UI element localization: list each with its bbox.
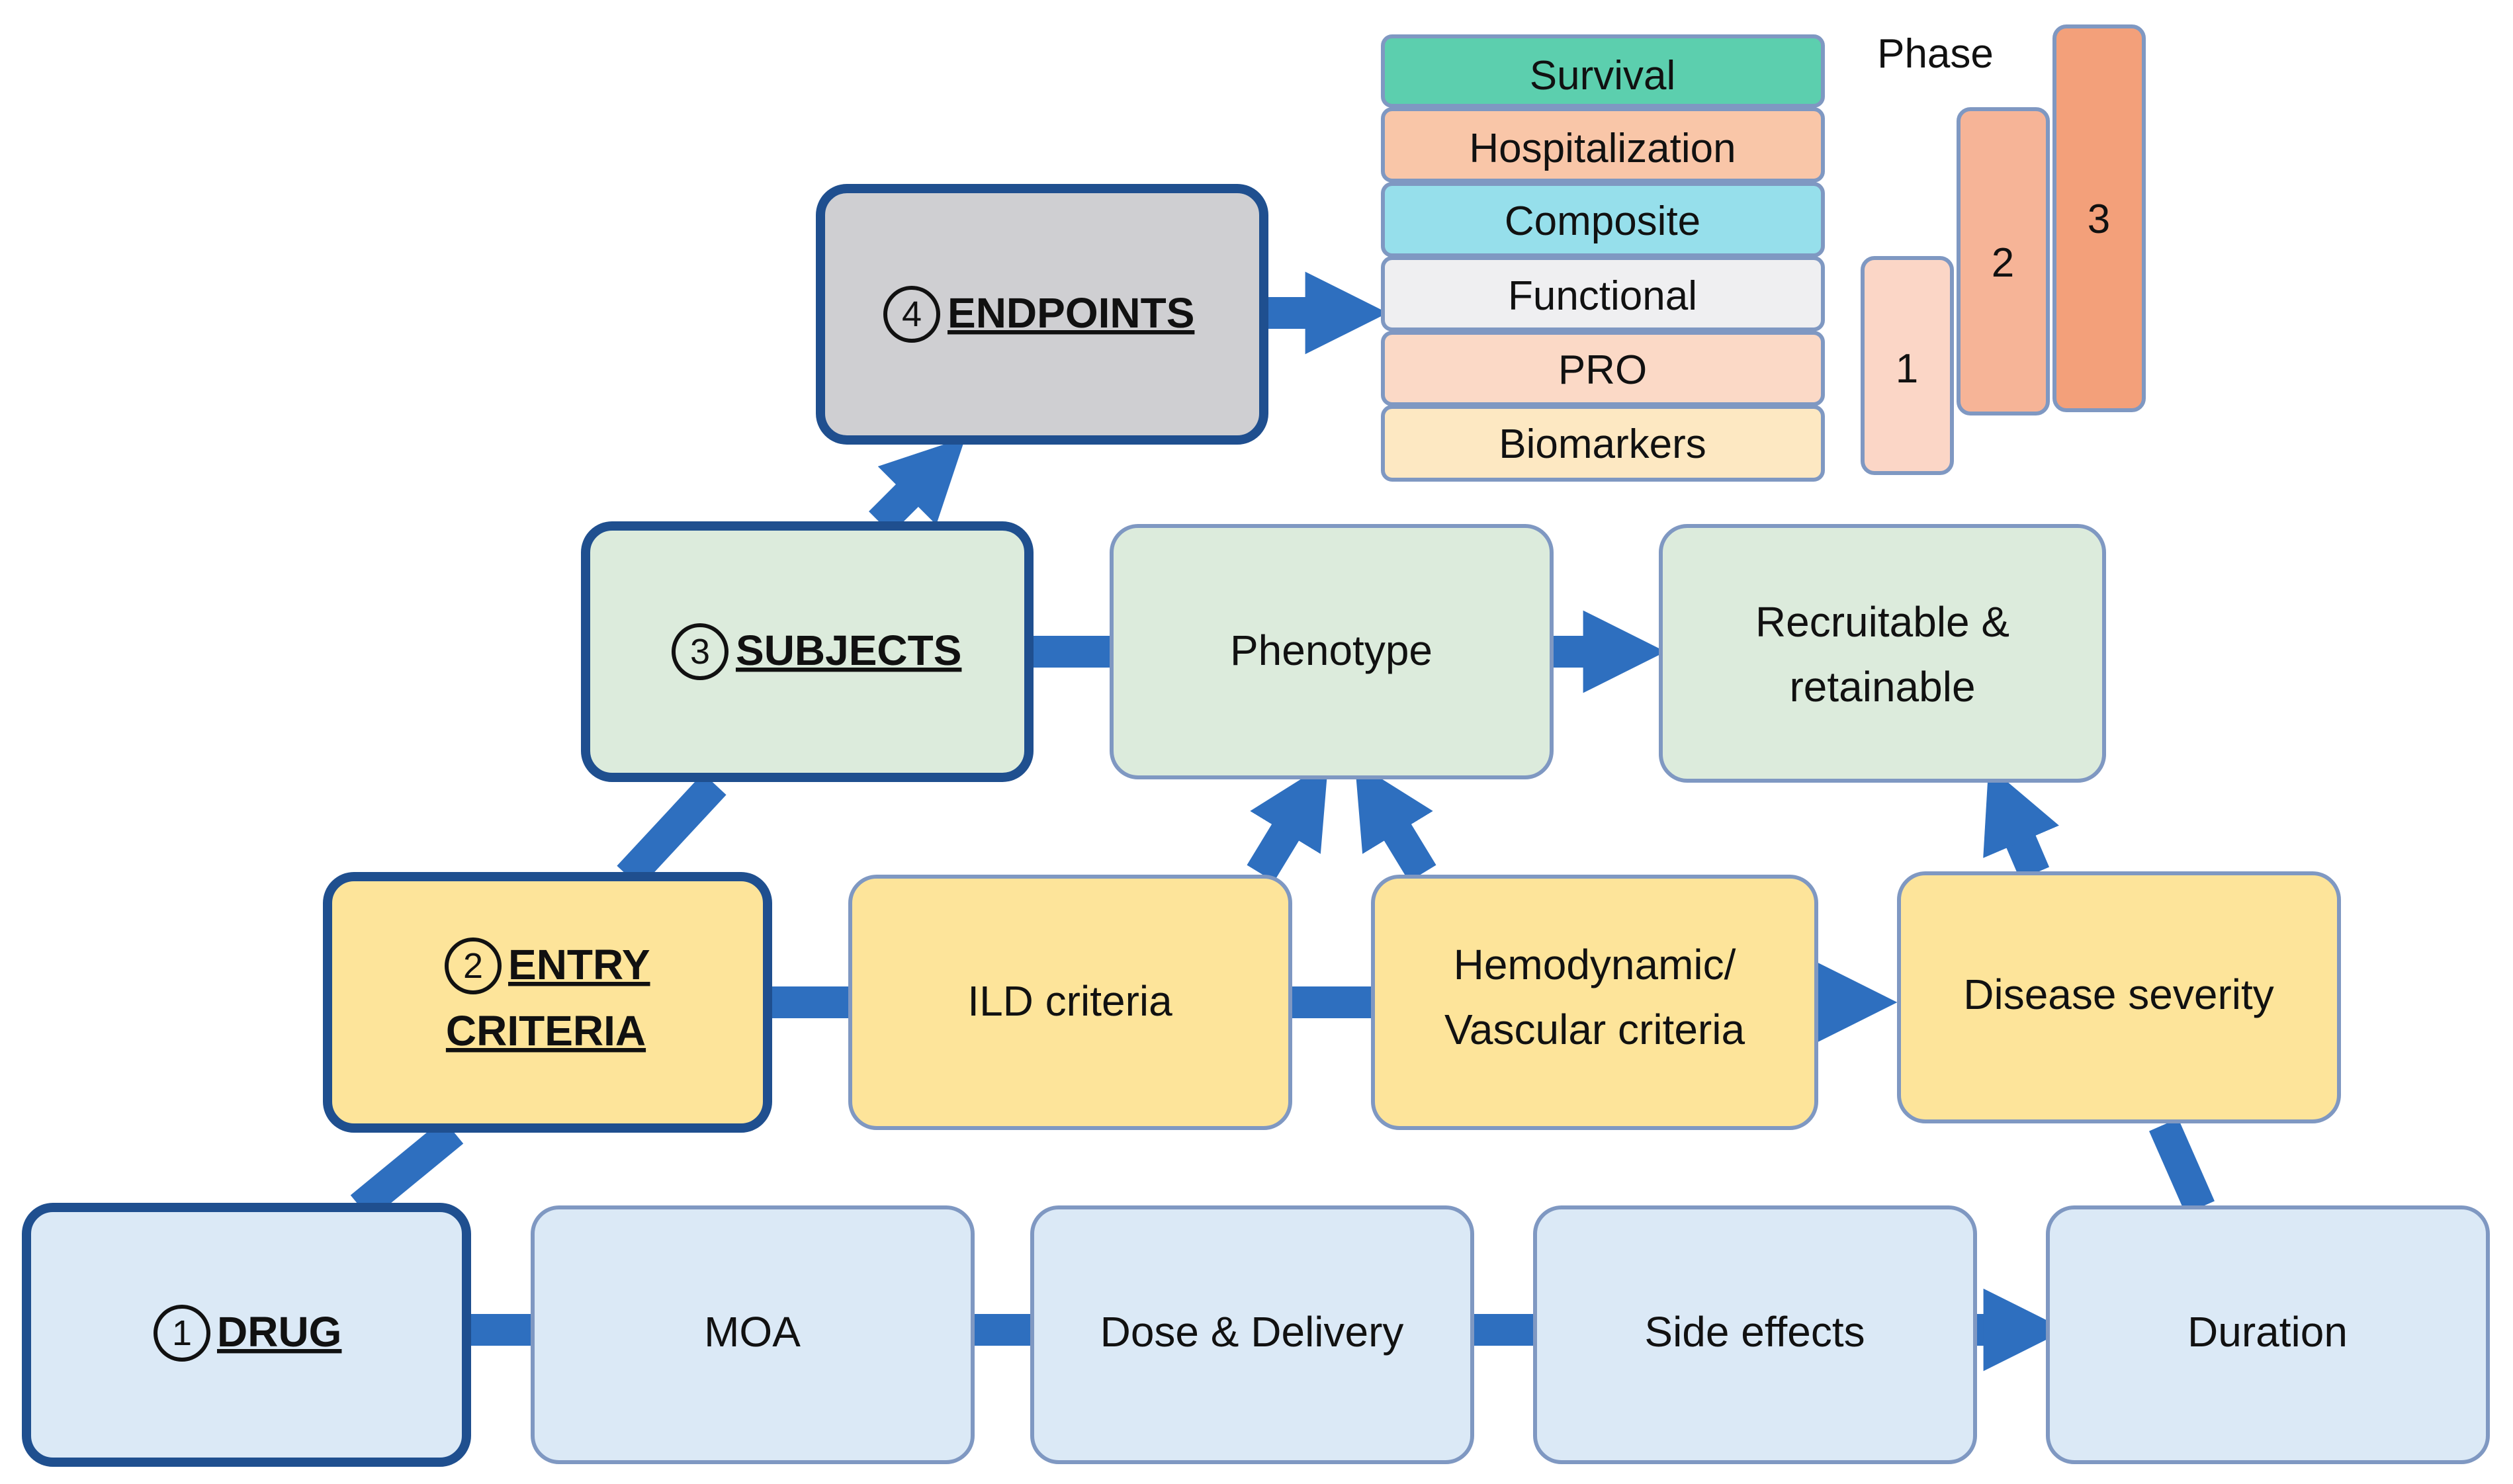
phase-1-label: 1: [1896, 346, 1918, 392]
arrow-subjects-endpoints: [869, 437, 966, 534]
subjects-node: 3 SUBJECTS: [581, 521, 1034, 782]
entry-number: 2: [463, 946, 483, 986]
phase-title: Phase: [1877, 31, 1994, 77]
entry-label-line1: ENTRY: [508, 941, 650, 988]
arrow-hemo-phenotype: [1354, 762, 1436, 882]
endpoint-types-list: Survival Hospitalization Composite Funct…: [1381, 34, 1825, 482]
survival-label: Survival: [1530, 53, 1676, 99]
subjects-number: 3: [690, 632, 710, 672]
endpoints-number: 4: [902, 294, 922, 334]
hospitalization-box: [1381, 107, 1825, 183]
composite-box: [1381, 182, 1825, 257]
severity-label: Disease severity: [1963, 971, 2274, 1018]
entry-box: [323, 872, 772, 1133]
subjects-box: [581, 521, 1034, 782]
phase-1-bar: [1861, 256, 1954, 475]
drug-node: 1 DRUG: [22, 1203, 471, 1467]
hemodynamic-label-line2: Vascular criteria: [1444, 1006, 1745, 1053]
recruitable-label-line2: retainable: [1789, 663, 1975, 711]
composite-label: Composite: [1505, 198, 1700, 244]
connector-drug-entry: [350, 1119, 464, 1220]
entry-node: 2 ENTRY CRITERIA: [323, 872, 772, 1133]
pro-label: PRO: [1558, 347, 1647, 393]
severity-box: [1897, 871, 2341, 1123]
duration-box: [2046, 1205, 2490, 1464]
entry-row: ILD criteria Hemodynamic/ Vascular crite…: [848, 871, 2341, 1130]
dose-box: [1030, 1205, 1474, 1464]
moa-box: [531, 1205, 975, 1464]
connectors: [350, 271, 2215, 1372]
pro-box: [1381, 331, 1825, 406]
biomarkers-box: [1381, 405, 1825, 482]
hemodynamic-box: [1371, 875, 1818, 1130]
phase-chart: Phase 1 2 3: [1861, 24, 2146, 475]
arrow-severity-recruit: [1983, 765, 2059, 880]
entry-label-line2: CRITERIA: [446, 1007, 646, 1055]
hemodynamic-label-line1: Hemodynamic/: [1454, 941, 1736, 988]
entry-number-circle: [445, 938, 502, 994]
connector-entry-subjects: [617, 773, 727, 888]
drug-number-circle: [154, 1305, 210, 1362]
phenotype-label: Phenotype: [1230, 627, 1433, 674]
phase-3-bar: [2052, 24, 2146, 412]
hospitalization-label: Hospitalization: [1469, 126, 1736, 171]
subjects-number-circle: [672, 623, 728, 680]
phase-3-label: 3: [2088, 196, 2110, 242]
duration-label: Duration: [2187, 1308, 2348, 1356]
phase-2-bar: [1957, 107, 2050, 415]
survival-box: [1381, 34, 1825, 108]
side-effects-box: [1533, 1205, 1977, 1464]
moa-label: MOA: [704, 1308, 801, 1356]
drug-label: DRUG: [217, 1308, 341, 1356]
endpoints-number-circle: [883, 286, 940, 343]
phenotype-box: [1110, 524, 1554, 779]
dose-label: Dose & Delivery: [1100, 1308, 1404, 1356]
ild-box: [848, 875, 1292, 1130]
recruitable-label-line1: Recruitable &: [1755, 598, 2009, 646]
biomarkers-label: Biomarkers: [1499, 421, 1706, 467]
recruitable-box: [1659, 524, 2106, 783]
subjects-label: SUBJECTS: [736, 627, 961, 674]
phase-2-label: 2: [1992, 240, 2014, 286]
drug-box: [22, 1203, 471, 1467]
arrow-ild-phenotype: [1247, 762, 1329, 882]
drug-row: MOA Dose & Delivery Side effects Duratio…: [531, 1205, 2490, 1464]
functional-box: [1381, 256, 1825, 331]
side-effects-label: Side effects: [1644, 1308, 1865, 1356]
drug-number: 1: [172, 1313, 192, 1353]
connector-duration-severity: [2149, 1118, 2215, 1214]
endpoints-node: 4 ENDPOINTS: [816, 184, 1268, 445]
functional-label: Functional: [1508, 273, 1697, 319]
subjects-row: Phenotype Recruitable & retainable: [1110, 524, 2106, 783]
endpoints-label: ENDPOINTS: [948, 289, 1194, 337]
ild-label: ILD criteria: [967, 977, 1172, 1025]
endpoints-box: [816, 184, 1268, 445]
